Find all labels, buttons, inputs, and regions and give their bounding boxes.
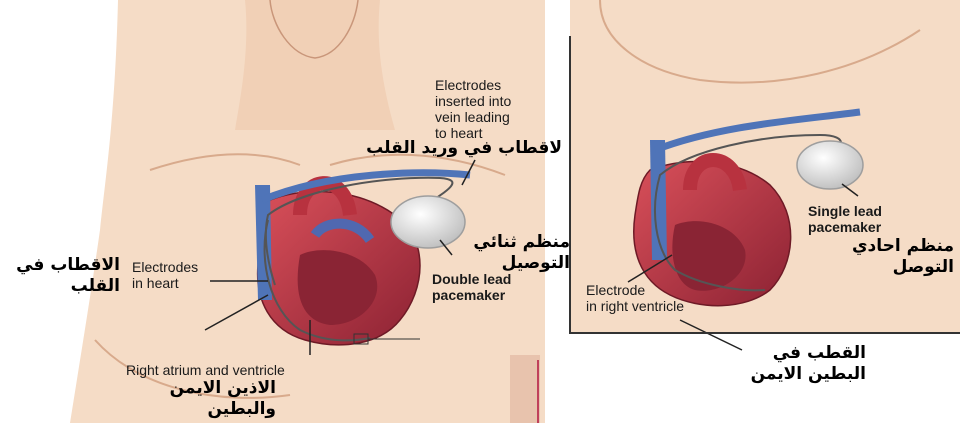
left-fold-strip <box>510 355 540 423</box>
arabic-electrode-rv: القطب في البطين الايمن <box>751 343 866 385</box>
double-lead-pacemaker-device <box>391 196 465 248</box>
label-electrode-rv: Electrode in right ventricle <box>586 282 684 314</box>
arabic-right-atrium: الاذين الايمن والبطين <box>170 378 276 420</box>
label-double-lead-2: pacemaker <box>432 287 505 303</box>
label-right-atrium: Right atrium and ventricle <box>126 362 285 378</box>
single-lead-pacemaker-device <box>797 141 863 189</box>
label-double-lead-1: Double lead <box>432 271 511 287</box>
label-single-lead: Single lead pacemaker <box>808 203 882 235</box>
left-neck-shading <box>235 0 395 130</box>
arabic-electrodes-vein: لاقطاب في وريد القلب <box>366 138 562 159</box>
label-electrodes-vein: Electrodes inserted into vein leading to… <box>435 77 511 141</box>
arabic-electrodes-heart: الاقطاب في القلب <box>16 255 120 297</box>
label-electrodes-heart: Electrodes in heart <box>132 259 198 291</box>
left-panel-illustration <box>70 0 545 423</box>
arabic-single-lead: منظم احادي التوصل <box>852 236 954 278</box>
arabic-double-lead: منظم ثنائي التوصيل <box>473 232 570 274</box>
